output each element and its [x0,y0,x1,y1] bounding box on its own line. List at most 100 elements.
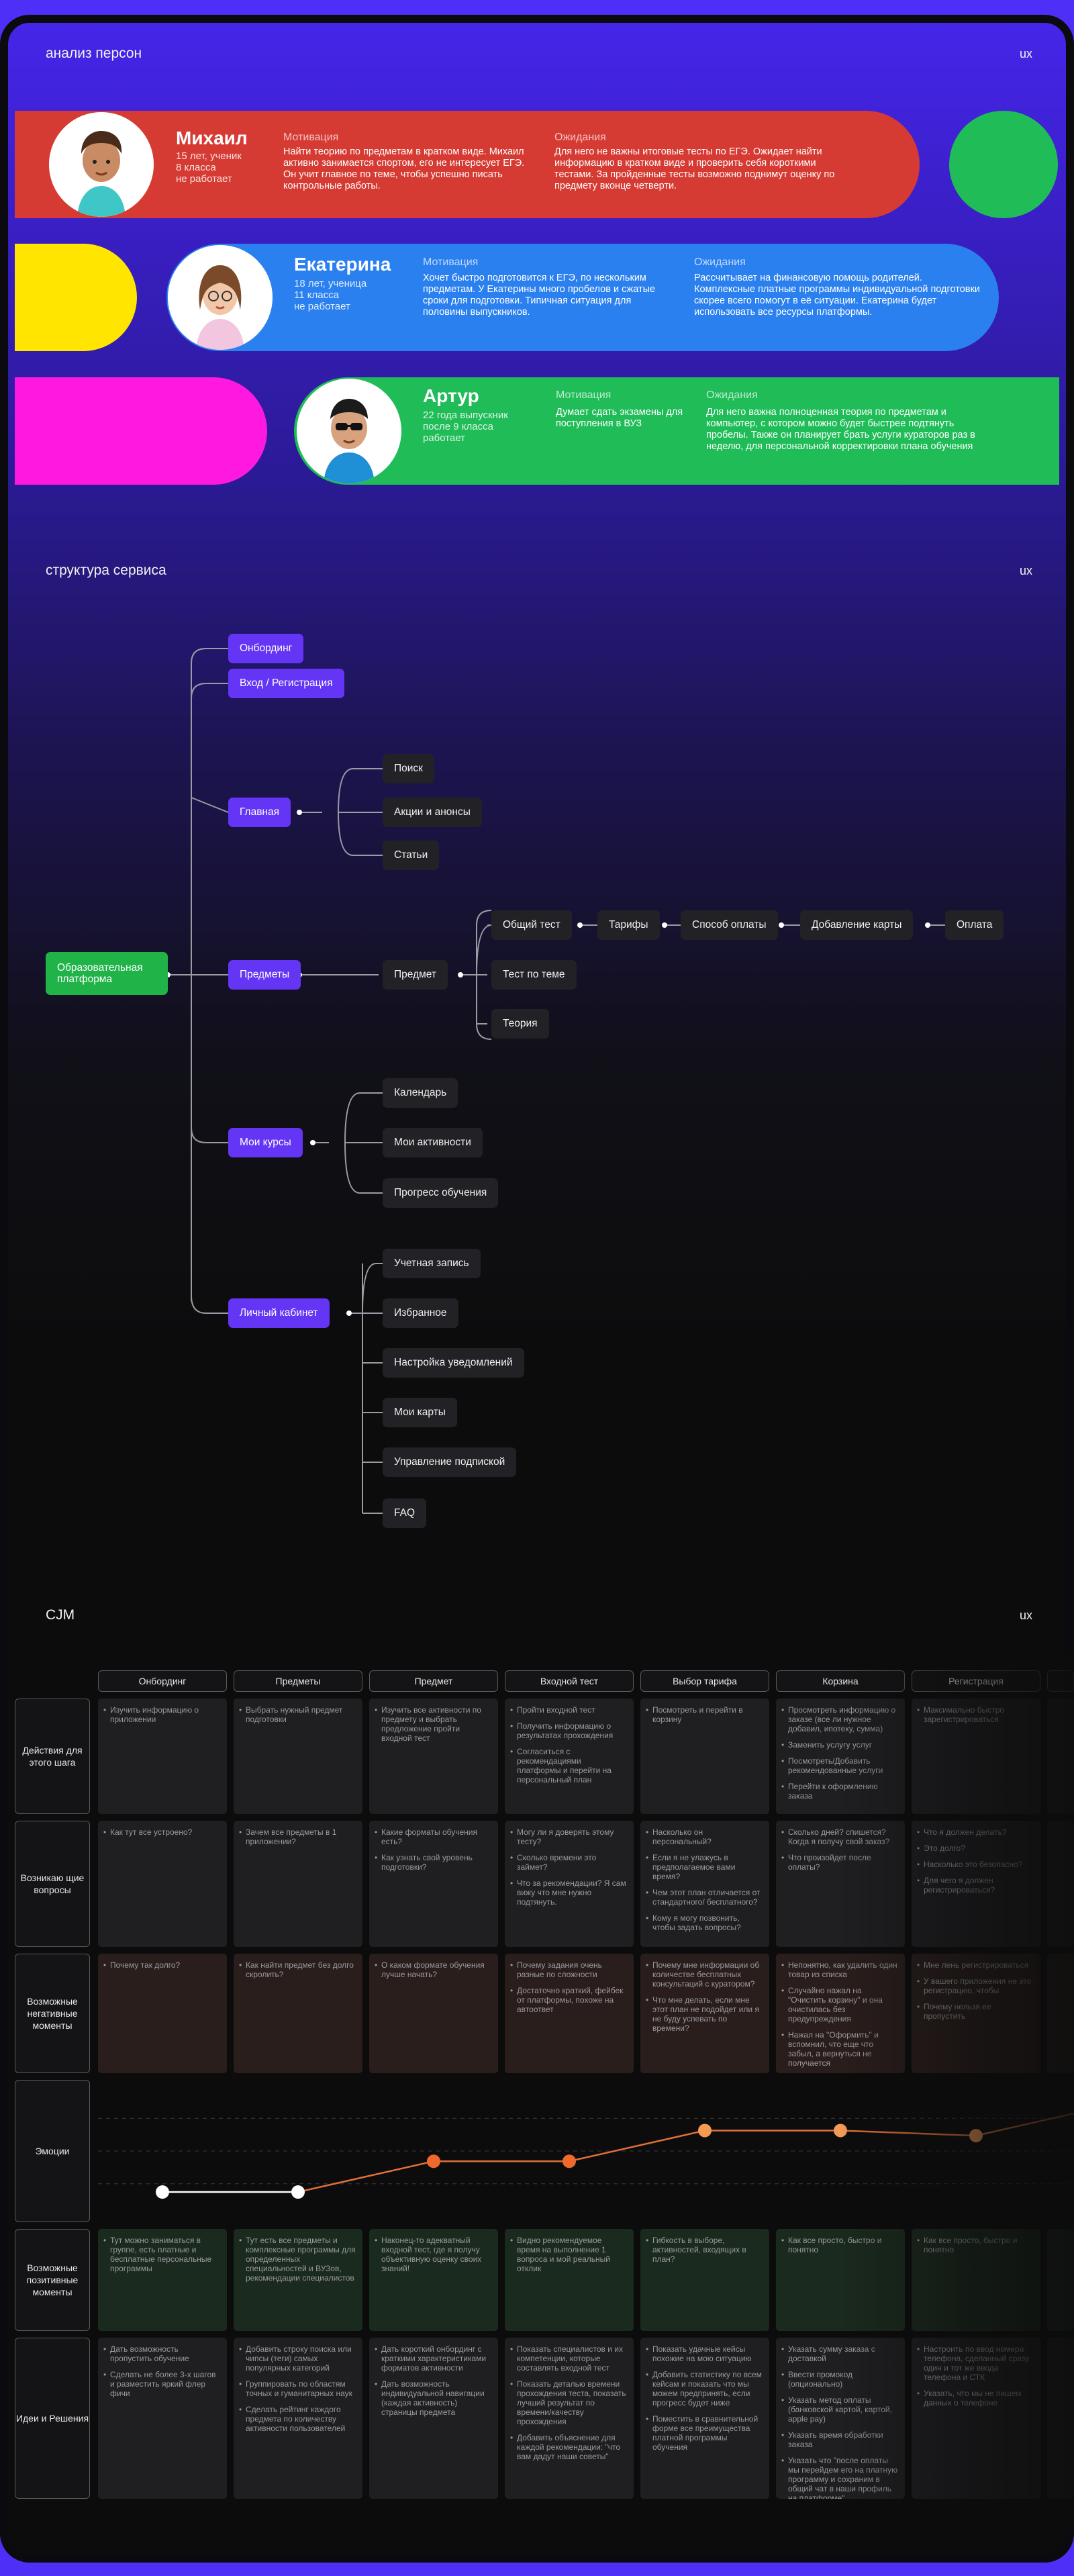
persona-expect-label: Ожидания [694,256,746,268]
connector-dot [310,1140,315,1145]
emotion-point [563,2154,576,2168]
persona-name: Екатерина [294,254,391,275]
cjm-stage-header: Предметы [234,1670,362,1692]
node-calendar[interactable]: Календарь [383,1078,458,1108]
cjm-cell-item: Дать короткий онбординг с краткими харак… [375,2344,491,2373]
cjm-cell-item: Почему мне информации об количестве бесп… [646,1960,763,1989]
node-favorites[interactable]: Избранное [383,1298,458,1328]
cjm-cell-item: Показать удачные кейсы похожие на мою си… [646,2344,763,2363]
cjm-tag: ux [1019,1609,1032,1622]
connector-dot [779,922,784,928]
cjm-cell: Наконец-то адекватный входной тест, где … [369,2229,498,2331]
node-profile[interactable]: Учетная запись [383,1249,481,1278]
cjm-cell-item: Группировать по областям точных и гумани… [239,2379,356,2398]
cjm-cell-item: Насколько он персональный? [646,1827,763,1846]
node-payment-method[interactable]: Способ оплаты [681,910,778,940]
node-subscription[interactable]: Управление подпиской [383,1447,517,1477]
cjm-cell-item: Изучить информацию о приложении [103,1705,220,1724]
cjm-cell: Какие форматы обучения есть? Как узнать с… [369,1821,498,1947]
node-tariffs[interactable]: Тарифы [597,910,660,940]
node-account[interactable]: Личный кабинет [228,1298,330,1328]
cjm-cell-item: Могу ли я доверять этому тесту? [510,1827,627,1846]
node-my-activities[interactable]: Мои активности [383,1128,483,1157]
cjm-cell-item: Какие форматы обучения есть? [375,1827,491,1846]
persona-motivation-label: Мотивация [556,389,612,401]
structure-connectors [168,648,945,1514]
cjm-cell-item: Сделать рейтинг каждого предмета по коли… [239,2405,356,2433]
cjm-cell: Показать специалистов и их компетенции, … [505,2338,634,2499]
cjm-cell: Изучить информацию о приложении [98,1699,227,1814]
structure-title: структура сервиса [46,563,166,578]
persona-decor-green [949,111,1058,218]
connector-dot [662,922,667,928]
cjm-cell-item: Сколько времени это займет? [510,1853,627,1872]
node-subject[interactable]: Предмет [383,960,448,990]
cjm-cell-item: Почему задания очень разные по сложности [510,1960,627,1979]
node-notifications[interactable]: Настройка уведомлений [383,1348,524,1378]
persona-motivation: Найти теорию по предметам в кратком виде… [283,146,525,191]
emotion-point [969,2129,983,2143]
cjm-cell-item: Выбрать нужный предмет подготовки [239,1705,356,1724]
personas-tag: ux [1019,47,1032,60]
node-faq[interactable]: FAQ [383,1498,427,1528]
cjm-cell: Гибкость в выборе, активностей, входящих… [640,2229,769,2331]
emotion-point [834,2124,847,2138]
cjm-cell: Могу ли я доверять этому тесту? Сколько в… [505,1821,634,1947]
node-payment[interactable]: Оплата [945,910,1004,940]
node-main[interactable]: Главная [228,798,291,827]
node-root[interactable]: Образовательная платформа [46,952,168,995]
cjm-cell: Пройти входной тестПолучить информацию о… [505,1699,634,1814]
cjm-row-header: Возможные позитивные моменты [15,2229,90,2331]
cjm-cell-item: Почему так долго? [103,1960,220,1970]
cjm-cell-item: Показать специалистов и их компетенции, … [510,2344,627,2373]
node-login[interactable]: Вход / Регистрация [228,669,344,698]
node-onboarding[interactable]: Онбординг [228,634,304,663]
cjm-cell-item: Что за рекомендации? Я сам вижу что мне … [510,1878,627,1907]
node-subjects[interactable]: Предметы [228,960,301,990]
node-progress[interactable]: Прогресс обучения [383,1178,499,1208]
cjm-cell-item: Добавить объяснение для каждой рекоменда… [510,2433,627,2461]
cjm-cell-item: Изучить все активности по предмету и выб… [375,1705,491,1743]
node-articles[interactable]: Статьи [383,841,440,870]
node-my-cards[interactable]: Мои карты [383,1398,457,1427]
cjm-cell-item: Поместить в сравнительной форме все преи… [646,2414,763,2452]
cjm-cell: Выбрать нужный предмет подготовки [234,1699,362,1814]
persona-avatar-mikhail [49,112,154,217]
cjm-cell: Изучить все активности по предмету и выб… [369,1699,498,1814]
cjm-cell-item: Добавить строку поиска или чипсы (теги) … [239,2344,356,2373]
cjm-row-header: Идеи и Решения [15,2338,90,2499]
persona-expect: Для него важна полноценная теория по пре… [706,407,975,452]
persona-motivation: Хочет быстро подготовится к ЕГЭ, по неск… [423,273,656,318]
persona-band-1 [15,111,920,218]
cjm-row-header: Эмоции [15,2080,90,2222]
persona-expect-label: Ожидания [554,132,606,143]
node-theory[interactable]: Теория [491,1009,549,1039]
cjm-cell-item: Видно рекомендуемое время на выполнение … [510,2236,627,2273]
node-add-card[interactable]: Добавление карты [800,910,914,940]
cjm-cell: Показать удачные кейсы похожие на мою си… [640,2338,769,2499]
node-promos[interactable]: Акции и анонсы [383,798,482,827]
cjm-cell-item: Как узнать свой уровень подготовки? [375,1853,491,1872]
cjm-row-header: Возможные негативные моменты [15,1954,90,2073]
cjm-cell-item: О каком формате обучения лучше начать? [375,1960,491,1979]
node-topic-test[interactable]: Тест по теме [491,960,577,990]
cjm-row-header: Действия для этого шага [15,1699,90,1814]
node-general-test[interactable]: Общий тест [491,910,572,940]
cjm-cell-item: Зачем все предметы в 1 приложении? [239,1827,356,1846]
persona-decor-pink [15,377,267,485]
node-my-courses[interactable]: Мои курсы [228,1128,303,1157]
cjm-cell-item: Добавить статистику по всем кейсам и пок… [646,2370,763,2407]
cjm-cell: Как найти предмет без долго скролить? [234,1954,362,2073]
cjm-cell-item: Наконец-то адекватный входной тест, где … [375,2236,491,2273]
node-search[interactable]: Поиск [383,754,434,783]
structure-tag: ux [1019,564,1032,577]
connector-dot [297,810,302,815]
persona-decor-yellow [15,244,137,351]
cjm-cell-item: Сделать не более 3-х шагов и разместить … [103,2370,220,2398]
cjm-cell-item: Тут можно заниматься в группе, есть плат… [103,2236,220,2273]
cjm-cell-item: Гибкость в выборе, активностей, входящих… [646,2236,763,2264]
emotion-point [291,2185,305,2199]
persona-name: Артур [423,385,479,406]
